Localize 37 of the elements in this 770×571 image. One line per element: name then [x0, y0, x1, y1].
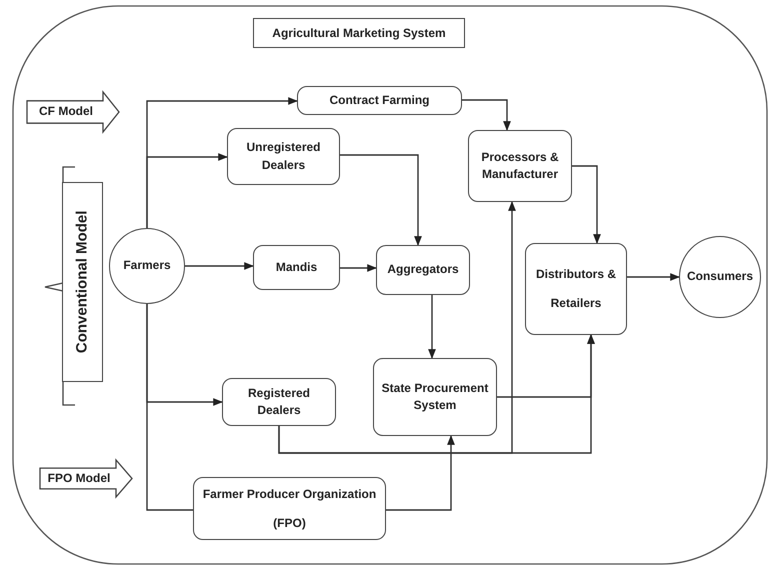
process-box: [253, 245, 340, 290]
process-box: [525, 243, 627, 335]
arrow: [572, 165, 601, 244]
node-label: Aggregators: [387, 261, 459, 278]
process-box: [297, 86, 462, 115]
arrow: [185, 262, 254, 270]
arrow: [146, 153, 228, 228]
node-label: State Procurement System: [380, 380, 490, 414]
block-arrow: [27, 92, 119, 132]
process-box: [373, 358, 497, 436]
node-label: Consumers: [686, 268, 754, 286]
node-label: Unregistered Dealers: [245, 139, 322, 174]
node-label: FPO Model: [48, 470, 112, 487]
title-box: Agricultural Marketing System: [253, 18, 465, 48]
process-box: [376, 245, 470, 295]
node-label: Contract Farming: [329, 92, 430, 109]
arrow: [428, 295, 436, 359]
block-arrow: [40, 460, 132, 497]
arrow: [497, 334, 595, 398]
arrow: [340, 264, 377, 272]
process-box: [227, 128, 340, 185]
label-box: [62, 182, 103, 382]
arrow: [627, 273, 680, 281]
process-box: [222, 378, 336, 426]
node-label: Conventional Model: [72, 210, 92, 354]
arrow: [462, 99, 511, 131]
node-label: Registered Dealers: [246, 384, 312, 419]
node-label: Farmer Producer Organization (FPO): [202, 486, 378, 532]
node-label: CF Model: [39, 103, 94, 120]
arrow: [340, 154, 422, 246]
process-box: [193, 477, 386, 540]
node-label: Processors & Manufacturer: [480, 148, 560, 183]
arrow: [386, 435, 455, 511]
process-box: [468, 130, 572, 202]
node-label: Distributors & Retailers: [534, 266, 617, 312]
node-label: Farmers: [123, 257, 171, 274]
node-label: Mandis: [276, 258, 318, 276]
